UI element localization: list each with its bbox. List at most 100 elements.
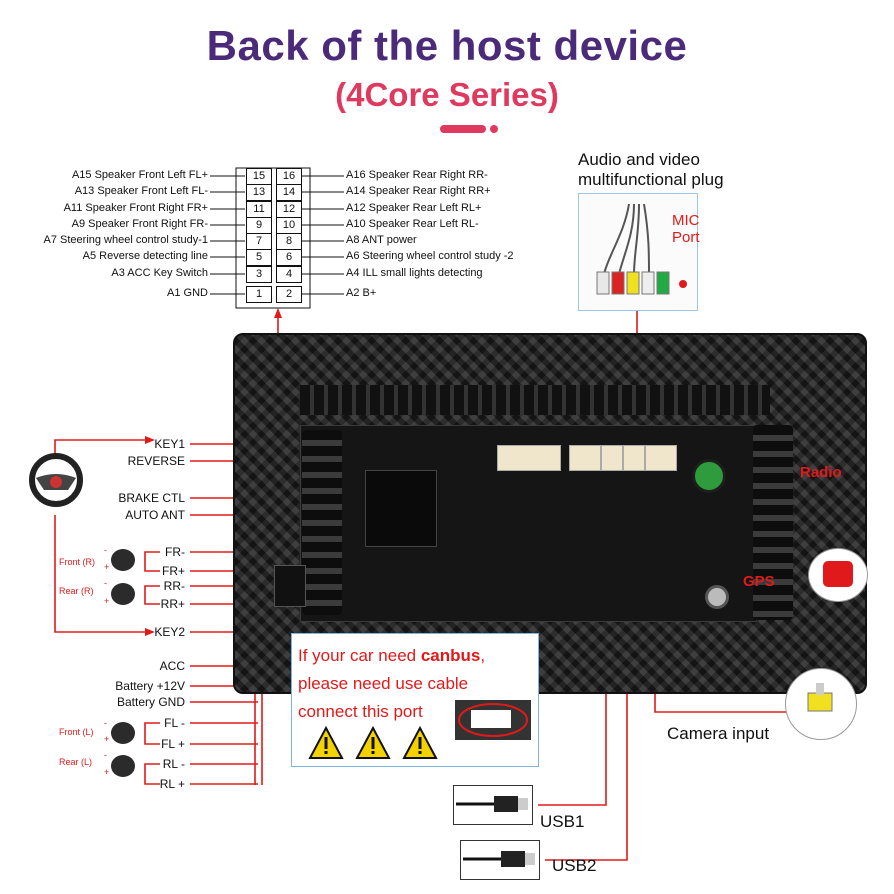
pin-box: 13	[246, 184, 272, 201]
vent-left	[302, 430, 342, 615]
wire-label-auto-ant: AUTO ANT	[125, 508, 185, 522]
wire-label-rl-plus: RL +	[159, 777, 185, 791]
pin-label-a16: A16 Speaker Rear Right RR-	[346, 169, 488, 181]
decorative-bar	[440, 125, 486, 133]
pin-label-a12: A12 Speaker Rear Left RL+	[346, 202, 482, 214]
pin-box: 1	[246, 286, 272, 303]
canbus-line-2: please need use cable	[298, 674, 469, 693]
warning-icon	[308, 726, 344, 759]
canbus-line-1: If your car need canbus,	[298, 646, 486, 665]
pin-label-a9: A9 Speaker Front Right FR-	[71, 218, 208, 230]
pin-box: 8	[276, 233, 302, 250]
speaker-icon	[111, 755, 135, 777]
mic-port-label: MIC Port	[672, 212, 700, 246]
camera-input-label: Camera input	[667, 724, 770, 743]
usb1-socket	[601, 445, 623, 471]
pin-label-a8: A8 ANT power	[346, 234, 417, 246]
canbus-connector-icon	[458, 703, 528, 737]
canbus-socket	[569, 445, 601, 471]
radio-antenna-socket	[692, 459, 726, 493]
speaker-label-front-r: Front (R)	[59, 557, 95, 567]
speaker-label-front-l: Front (L)	[59, 727, 94, 737]
polarity-plus: +	[104, 562, 110, 572]
pin-label-a2: A2 B+	[346, 287, 377, 299]
radio-label: Radio	[800, 464, 842, 481]
speaker-icon	[111, 549, 135, 571]
camera-plug-image	[785, 668, 857, 740]
speaker-label-rear-l: Rear (L)	[59, 757, 93, 767]
main-harness-socket	[365, 470, 437, 547]
av-socket	[497, 445, 561, 471]
warning-icons	[308, 726, 438, 759]
pin-box: 11	[246, 201, 272, 218]
wire-label-rl-minus: RL -	[162, 757, 185, 771]
wire-label-acc: ACC	[159, 659, 185, 673]
wire-label-key1: KEY1	[154, 437, 185, 451]
pin-box: 5	[246, 249, 272, 266]
plug-title: Audio and video multifunctional plug	[578, 150, 724, 189]
pin-label-a15: A15 Speaker Front Left FL+	[71, 169, 208, 181]
wire-label-fl-plus: FL +	[161, 737, 185, 751]
pin-box: 9	[246, 217, 272, 234]
av-plug-image	[578, 193, 698, 311]
usb1-cable-image	[453, 785, 533, 825]
pin-label-a3: A3 ACC Key Switch	[111, 267, 208, 279]
pin-label-a13: A13 Speaker Front Left FL-	[74, 185, 208, 197]
pin-box: 6	[276, 249, 302, 266]
wire-label-brake: BRAKE CTL	[118, 491, 185, 505]
speaker-icon	[111, 583, 135, 605]
wire-label-key2: KEY2	[154, 625, 185, 639]
polarity-minus: -	[104, 718, 107, 728]
vent-right	[753, 425, 793, 620]
canbus-line-3: connect this port	[298, 702, 423, 721]
wire-label-battery-12v: Battery +12V	[115, 679, 185, 693]
polarity-plus: +	[104, 767, 110, 777]
warning-icon	[355, 726, 391, 759]
usb2-socket	[623, 445, 645, 471]
pin-label-a4: A4 ILL small lights detecting	[346, 267, 483, 279]
gps-antenna-icon	[823, 561, 853, 587]
gps-socket	[705, 585, 729, 609]
pin-box: 4	[276, 266, 302, 283]
pin-box: 2	[276, 286, 302, 303]
camera-socket	[645, 445, 677, 471]
usb2-cable-image	[460, 840, 540, 880]
polarity-minus: -	[104, 578, 107, 588]
steering-wheel-icon	[29, 453, 83, 507]
pin-label-a10: A10 Speaker Rear Left RL-	[346, 218, 479, 230]
wire-label-battery-gnd: Battery GND	[116, 695, 185, 709]
pin-box: 12	[276, 201, 302, 218]
heat-sink	[300, 385, 770, 415]
av-cable-icon	[596, 203, 687, 295]
pin-box: 3	[246, 266, 272, 283]
usb-cable-icon	[456, 796, 528, 812]
polarity-minus: -	[104, 750, 107, 760]
side-plug	[274, 565, 306, 607]
wire-label-fl-minus: FL -	[164, 716, 185, 730]
pin-label-a6: A6 Steering wheel control study -2	[346, 250, 514, 262]
wire-label-rr-plus: RR+	[160, 597, 185, 611]
usb1-label: USB1	[540, 812, 585, 831]
pin-label-a11: A11 Speaker Front Right FR+	[63, 202, 208, 214]
pin-label-a1: A1 GND	[167, 287, 208, 299]
page-subtitle: (4Core Series)	[335, 76, 559, 113]
gps-antenna-image	[808, 548, 868, 602]
polarity-plus: +	[104, 596, 110, 606]
polarity-plus: +	[104, 734, 110, 744]
wire-label-fr-plus: FR+	[161, 564, 185, 578]
polarity-minus: -	[104, 545, 107, 555]
pin-box: 7	[246, 233, 272, 250]
pin-box: 10	[276, 217, 302, 234]
canbus-port-image	[455, 700, 531, 740]
speaker-icon	[111, 722, 135, 744]
wire-label-rr-minus: RR-	[163, 579, 185, 593]
pin-label-a5: A5 Reverse detecting line	[82, 250, 208, 262]
usb2-label: USB2	[552, 856, 597, 875]
pin-box: 15	[246, 168, 272, 185]
wire-label-reverse: REVERSE	[127, 454, 185, 468]
pin-label-a14: A14 Speaker Rear Right RR+	[346, 185, 491, 197]
speaker-label-rear-r: Rear (R)	[59, 586, 94, 596]
rca-plug-icon	[807, 683, 833, 712]
pin-box: 14	[276, 184, 302, 201]
warning-icon	[402, 726, 438, 759]
